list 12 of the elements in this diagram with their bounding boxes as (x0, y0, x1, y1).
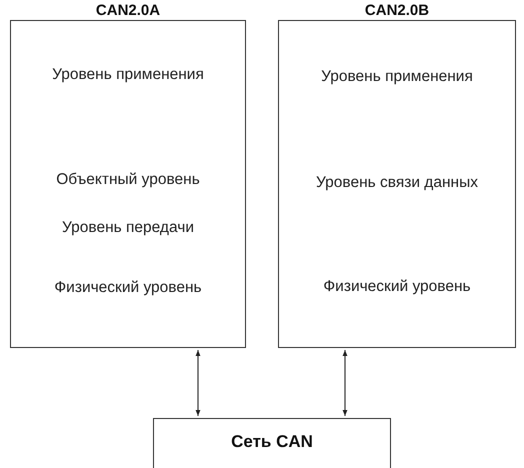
layer-label: Уровень применения (320, 68, 474, 86)
stack-heading: CAN2.0A (94, 2, 162, 19)
layer-label: Объектный уровень (55, 171, 201, 189)
layer-label: Уровень связи данных (315, 174, 479, 192)
layer-label: Физический уровень (53, 279, 203, 297)
stack-heading: CAN2.0B (364, 2, 430, 19)
layer-label: Уровень передачи (61, 219, 195, 237)
double-arrow (196, 350, 200, 416)
double-arrow (342, 350, 348, 416)
layer-label: Физический уровень (322, 278, 472, 296)
network-label: Сеть CAN (230, 432, 314, 452)
layer-label: Уровень применения (51, 66, 205, 84)
